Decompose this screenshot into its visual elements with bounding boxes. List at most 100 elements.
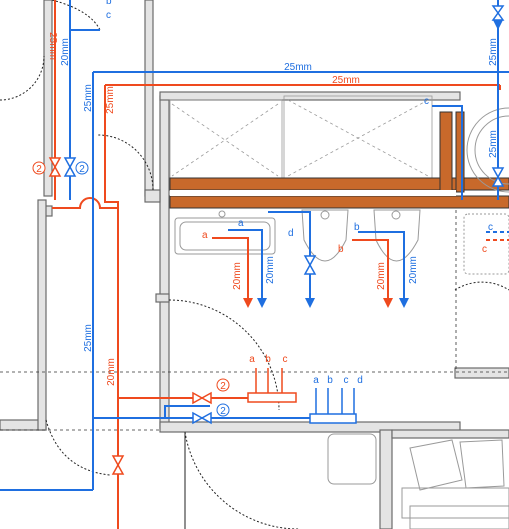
label-hot-riser-upper: 25mm — [105, 86, 116, 114]
counter — [169, 111, 509, 209]
wall-pillar — [144, 189, 161, 203]
door-swing-right — [454, 281, 509, 291]
shower-area — [169, 95, 433, 179]
valves — [48, 5, 505, 475]
label-top-b: b — [106, 0, 112, 7]
gate-valve-icon — [192, 411, 212, 425]
cold-sink-branch — [228, 229, 263, 300]
cold-branch-step — [164, 405, 210, 418]
cold-wc-branch — [358, 231, 405, 300]
basin-cabinet — [174, 217, 276, 255]
label-wc-cold: 20mm — [408, 256, 419, 284]
label-sink-cold: 20mm — [265, 256, 276, 284]
cold-manifold-body — [309, 413, 357, 424]
cold-shower-branch — [268, 211, 311, 300]
furniture — [327, 433, 509, 529]
fixtures — [174, 107, 509, 275]
labels: 2 2 2 2 25mm 25mm 20mm 25mm 25mm 25mm 25… — [36, 0, 499, 417]
label-sink-a-cold: a — [238, 218, 244, 229]
wc-left-flush — [320, 210, 330, 220]
gate-valve-icon — [192, 391, 212, 405]
label-left-vertical: 20mm — [60, 38, 71, 66]
door-swing-left-inner — [51, 0, 101, 31]
basin-tap — [218, 210, 226, 218]
label-cold-manifold-b: b — [327, 375, 333, 386]
label-cold-manifold-a: a — [313, 375, 319, 386]
label-cold-riser-lower: 25mm — [83, 324, 94, 352]
label-top-c: c — [106, 10, 111, 21]
wall-left-corner-v — [37, 199, 47, 431]
valve-tags — [32, 161, 230, 417]
valve-num-hot-manifold: 2 — [220, 381, 226, 392]
sofa-base — [401, 487, 509, 519]
hot-manifold-body — [247, 392, 297, 403]
label-hot-manifold-a: a — [249, 354, 255, 365]
valve-tag-hot-left — [32, 161, 46, 175]
counter-gap — [170, 190, 456, 196]
table-bottom — [409, 505, 509, 529]
valve-num-cold-manifold: 2 — [220, 406, 226, 417]
gate-valve-icon — [491, 5, 505, 21]
label-wc-hot: 20mm — [376, 262, 387, 290]
label-hot-manifold-b: b — [265, 354, 271, 365]
hot-pipes — [52, 0, 509, 529]
label-sink-hot: 20mm — [232, 262, 243, 290]
door-swing-top-left — [0, 55, 45, 101]
label-wc-b-hot: b — [338, 244, 344, 255]
wall-lower-partition — [379, 429, 393, 529]
gate-valve-icon — [111, 455, 125, 475]
label-cold-manifold-c: c — [344, 375, 349, 386]
round-basin-right — [466, 107, 509, 193]
valve-tag-cold-left — [75, 161, 89, 175]
cold-pipes — [0, 0, 509, 491]
gate-valve-icon — [63, 157, 77, 177]
door-swing-bottom — [184, 431, 300, 529]
door-swing-lower-left — [45, 419, 111, 476]
label-hot-riser-lower: 20mm — [106, 358, 117, 386]
hot-branch-left — [52, 197, 118, 209]
flow-arrow-icon — [383, 298, 393, 308]
door-swing-bath — [168, 299, 280, 411]
flow-arrow-icon — [305, 298, 315, 308]
label-hot-main-top: 25mm — [332, 75, 360, 86]
label-cold-riser-upper: 25mm — [83, 84, 94, 112]
cold-manifold — [309, 388, 357, 424]
counter-upright-right — [455, 111, 465, 193]
hot-manifold — [247, 368, 297, 403]
label-right-c-hot: c — [482, 244, 487, 255]
gate-valve-icon — [303, 255, 317, 275]
hot-wc-branch — [352, 239, 389, 300]
label-right-riser-cold: 25mm — [488, 38, 499, 66]
label-cold-manifold-d: d — [357, 375, 363, 386]
valve-tag-cold-manifold — [216, 403, 230, 417]
label-hot-left-vertical: 25mm — [47, 32, 58, 60]
label-wc-b-cold: b — [354, 222, 360, 233]
hot-riser-left — [104, 85, 119, 400]
label-right-riser-cold-lower: 25mm — [488, 130, 499, 158]
gate-valve-icon — [48, 157, 62, 177]
wall-lower-right — [391, 429, 509, 439]
reference-lines — [0, 210, 509, 431]
wall-bath-left-jamb — [155, 293, 170, 303]
sofa-cushion-1 — [409, 439, 463, 491]
wall-left-outer — [43, 0, 53, 197]
label-cold-main-top: 25mm — [284, 62, 312, 73]
round-basin-right-inner — [474, 115, 509, 185]
counter-bottom — [169, 195, 509, 209]
flow-arrow-icon — [493, 20, 503, 30]
wall-bath-left — [159, 95, 170, 429]
wc-right — [373, 209, 421, 262]
valve-num-cold-left: 2 — [79, 164, 85, 175]
label-right-c-cold: c — [488, 222, 493, 233]
chair-bottom — [327, 433, 377, 485]
label-drain-d: d — [288, 228, 294, 239]
flow-arrow-icon — [399, 298, 409, 308]
label-counter-c: c — [424, 96, 429, 107]
wall-left-inner — [144, 0, 154, 197]
flow-arrow-icon — [243, 298, 253, 308]
label-hot-manifold-c: c — [283, 354, 288, 365]
valve-tag-hot-manifold — [216, 378, 230, 392]
